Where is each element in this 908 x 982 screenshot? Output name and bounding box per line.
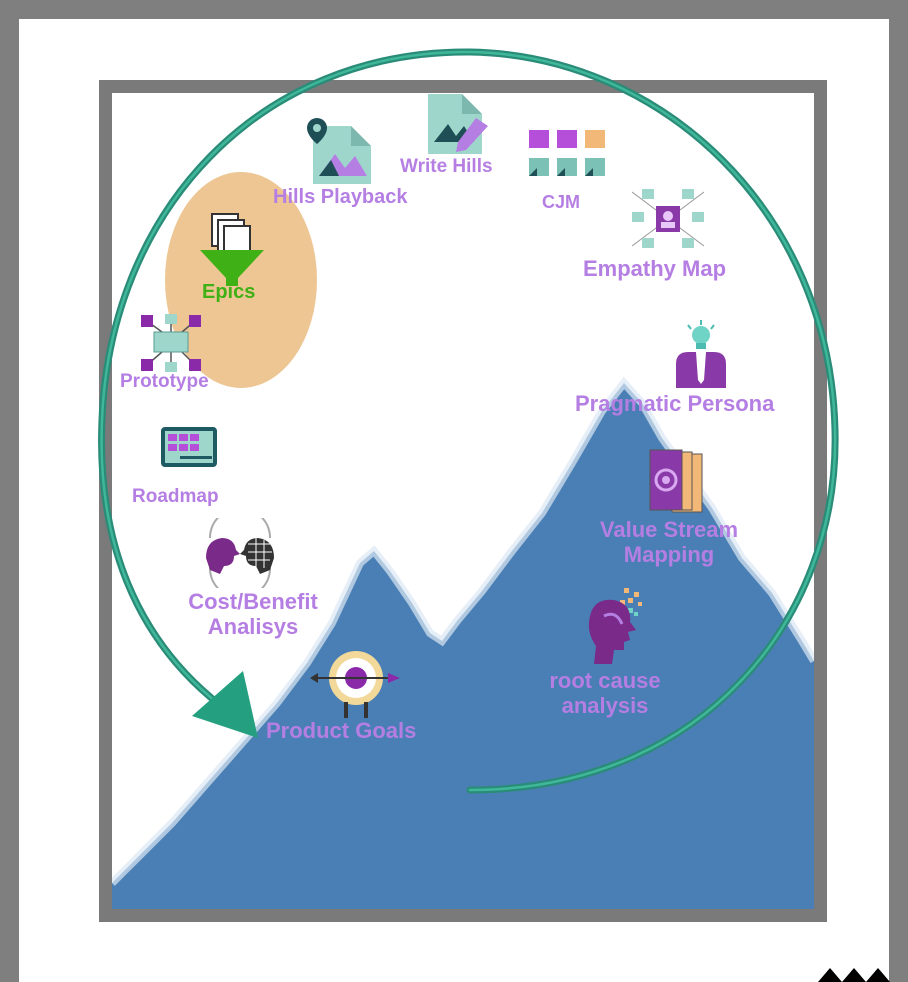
prototype-icon bbox=[141, 314, 201, 372]
cost-benefit-label: Cost/Benefit Analisys bbox=[188, 589, 318, 640]
value-stream-mapping-label: Value Stream Mapping bbox=[599, 517, 739, 568]
empathy-map-label: Empathy Map bbox=[583, 256, 727, 281]
hills-playback-label: Hills Playback bbox=[273, 186, 408, 208]
persona-lightbulb-icon bbox=[676, 320, 726, 388]
corner-logo-icon bbox=[818, 968, 890, 982]
target-icon bbox=[310, 651, 400, 718]
product-goals-label: Product Goals bbox=[266, 718, 417, 743]
edit-document-icon bbox=[456, 118, 488, 152]
root-cause-head-icon bbox=[588, 588, 642, 664]
hills-playback-icon bbox=[307, 118, 371, 184]
value-stream-icon bbox=[649, 449, 703, 513]
epics-label: Epics bbox=[202, 281, 256, 303]
root-cause-label: root cause analysis bbox=[549, 668, 661, 719]
roadmap-board-icon bbox=[161, 427, 217, 467]
write-hills-label: Write Hills bbox=[400, 156, 493, 177]
write-hills-icon bbox=[428, 94, 488, 154]
cost-benefit-icon bbox=[206, 518, 274, 588]
prototype-label: Prototype bbox=[120, 371, 209, 392]
cjm-label: CJM bbox=[542, 192, 581, 212]
empathy-map-icon bbox=[631, 189, 705, 248]
funnel-icon bbox=[200, 213, 264, 286]
sticky-notes-icon bbox=[529, 130, 605, 176]
pragmatic-persona-label: Pragmatic Persona bbox=[575, 391, 775, 416]
roadmap-label: Roadmap bbox=[132, 486, 219, 507]
